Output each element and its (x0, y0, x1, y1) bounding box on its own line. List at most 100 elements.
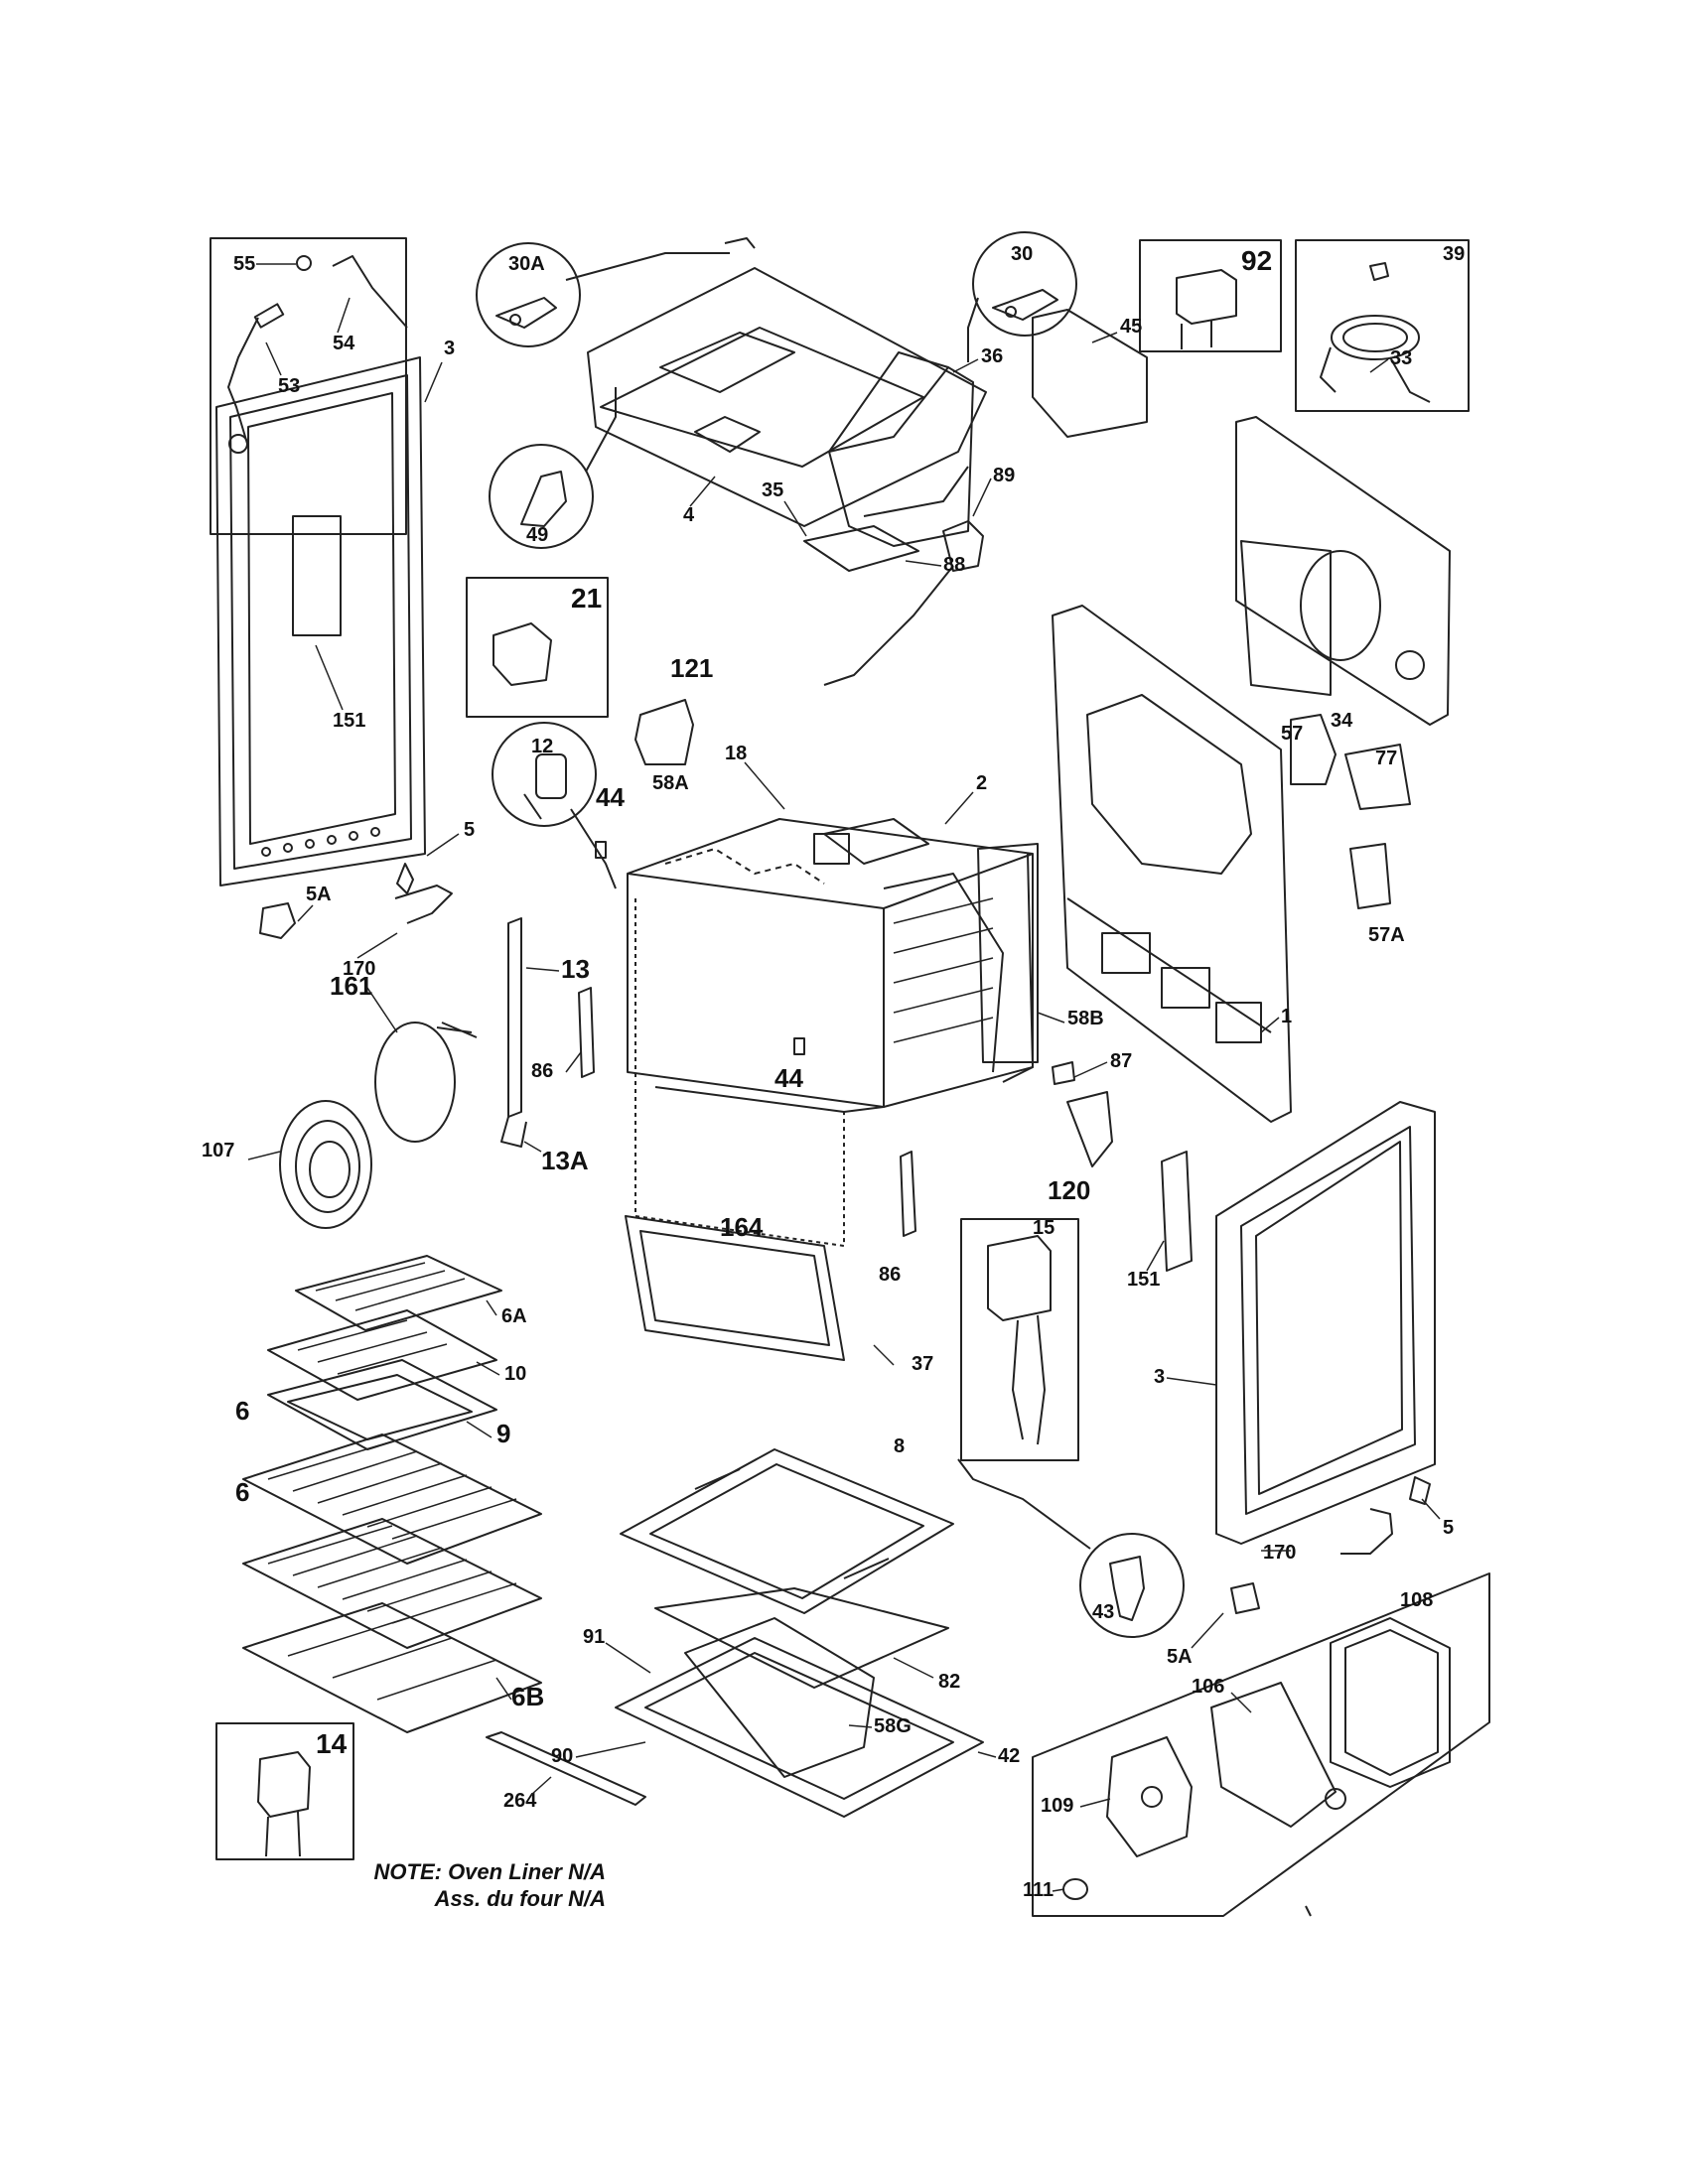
part-57A: 57A (1368, 924, 1405, 946)
callout-43 (1079, 1533, 1185, 1638)
cavity-rack-supports (893, 897, 994, 1043)
insulation-58B (977, 843, 1039, 1063)
oven-liner-note: NOTE: Oven Liner N/A Ass. du four N/A (328, 1858, 606, 1912)
callout-12-label: 12 (531, 736, 553, 757)
part-161: 161 (330, 971, 372, 1001)
part-36: 36 (981, 345, 1003, 367)
oven-cavity (627, 818, 1034, 1247)
part-44a: 44 (596, 782, 625, 812)
hinge-receiver-86a (578, 987, 595, 1078)
part-6B: 6B (511, 1682, 544, 1711)
part-5A-left: 5A (306, 884, 332, 905)
part-15: 15 (1033, 1217, 1055, 1239)
box-14-label: 14 (316, 1728, 348, 1759)
part-33: 33 (1390, 347, 1412, 369)
part-86a: 86 (531, 1060, 553, 1082)
part-53: 53 (278, 375, 300, 397)
part-108: 108 (1400, 1589, 1433, 1611)
part-58A: 58A (652, 772, 689, 794)
part-107: 107 (202, 1140, 234, 1161)
part-4: 4 (683, 504, 695, 526)
broil-rack-6A (295, 1255, 502, 1331)
part-8: 8 (894, 1435, 905, 1457)
part-45: 45 (1120, 316, 1142, 338)
part-151b: 151 (1127, 1269, 1160, 1291)
box-39 (1295, 239, 1470, 412)
part-106: 106 (1192, 1676, 1224, 1698)
part-35: 35 (762, 479, 783, 501)
part-164: 164 (720, 1212, 764, 1242)
part-6a: 6 (235, 1396, 249, 1426)
callout-49 (489, 444, 594, 549)
broil-pan-9 (267, 1359, 497, 1450)
oven-rack-6a (242, 1433, 542, 1565)
bracket-120 (1066, 1091, 1113, 1167)
door-gasket (625, 1215, 845, 1361)
box-15 (960, 1218, 1079, 1461)
right-side-panel (1161, 1101, 1436, 1614)
callout-43-label: 43 (1092, 1601, 1114, 1623)
part-58G: 58G (874, 1715, 912, 1737)
part-2: 2 (976, 772, 987, 794)
box-21-label: 21 (571, 583, 602, 614)
callout-30a (476, 242, 581, 347)
part-55: 55 (233, 253, 255, 275)
callout-30-label: 30 (1011, 243, 1033, 265)
part-88: 88 (943, 554, 965, 576)
part-1: 1 (1281, 1006, 1292, 1027)
rear-panel (1235, 416, 1451, 726)
sensor-inset-box (210, 237, 408, 535)
callout-49-label: 49 (526, 524, 548, 546)
convection-element (374, 1022, 456, 1143)
part-6b: 6 (235, 1477, 249, 1507)
part-42: 42 (998, 1745, 1020, 1767)
part-37: 37 (912, 1353, 933, 1375)
top-oven-cover (587, 237, 987, 527)
part-5A-right: 5A (1167, 1646, 1193, 1668)
part-90: 90 (551, 1745, 573, 1767)
hinge-receiver-86b (900, 1151, 916, 1237)
box-39-label: 39 (1443, 243, 1465, 265)
oven-rack-6B (242, 1602, 542, 1733)
part-5b: 5 (1443, 1517, 1454, 1539)
part-57: 57 (1281, 723, 1303, 745)
part-151a: 151 (333, 710, 365, 732)
heat-shield-82 (654, 1587, 949, 1689)
bracket-121 (634, 699, 694, 765)
part-13A: 13A (541, 1146, 589, 1175)
broil-pan-insert-10 (267, 1309, 497, 1401)
convection-fan-cover (279, 1100, 372, 1229)
part-89: 89 (993, 465, 1015, 486)
part-82: 82 (938, 1671, 960, 1693)
part-111: 111 (1023, 1879, 1054, 1901)
part-109: 109 (1041, 1795, 1073, 1817)
box-14 (215, 1722, 354, 1860)
note-line-english: NOTE: Oven Liner N/A (373, 1859, 606, 1884)
part-9: 9 (496, 1419, 510, 1448)
panel-45 (1032, 309, 1148, 438)
callout-30a-label: 30A (508, 253, 545, 275)
part-34: 34 (1331, 710, 1353, 732)
oven-bottom-8 (620, 1448, 954, 1614)
lower-assembly (486, 1617, 984, 1818)
part-44b: 44 (774, 1063, 803, 1093)
part-58B: 58B (1067, 1008, 1104, 1029)
part-86b: 86 (879, 1264, 901, 1286)
part-87: 87 (1110, 1050, 1132, 1072)
part-3a: 3 (444, 338, 455, 359)
callout-12 (492, 722, 597, 827)
part-13: 13 (561, 954, 590, 984)
box-92 (1139, 239, 1282, 352)
part-6A: 6A (501, 1305, 527, 1327)
fan-motor-inset (1032, 1572, 1490, 1917)
oven-rack-6b (242, 1518, 542, 1649)
part-5a: 5 (464, 819, 475, 841)
part-18: 18 (725, 743, 747, 764)
part-10: 10 (504, 1363, 526, 1385)
part-3b: 3 (1154, 1366, 1165, 1388)
part-77: 77 (1375, 748, 1397, 769)
part-170a: 170 (343, 958, 375, 980)
part-91: 91 (583, 1626, 605, 1648)
box-21 (466, 577, 609, 718)
